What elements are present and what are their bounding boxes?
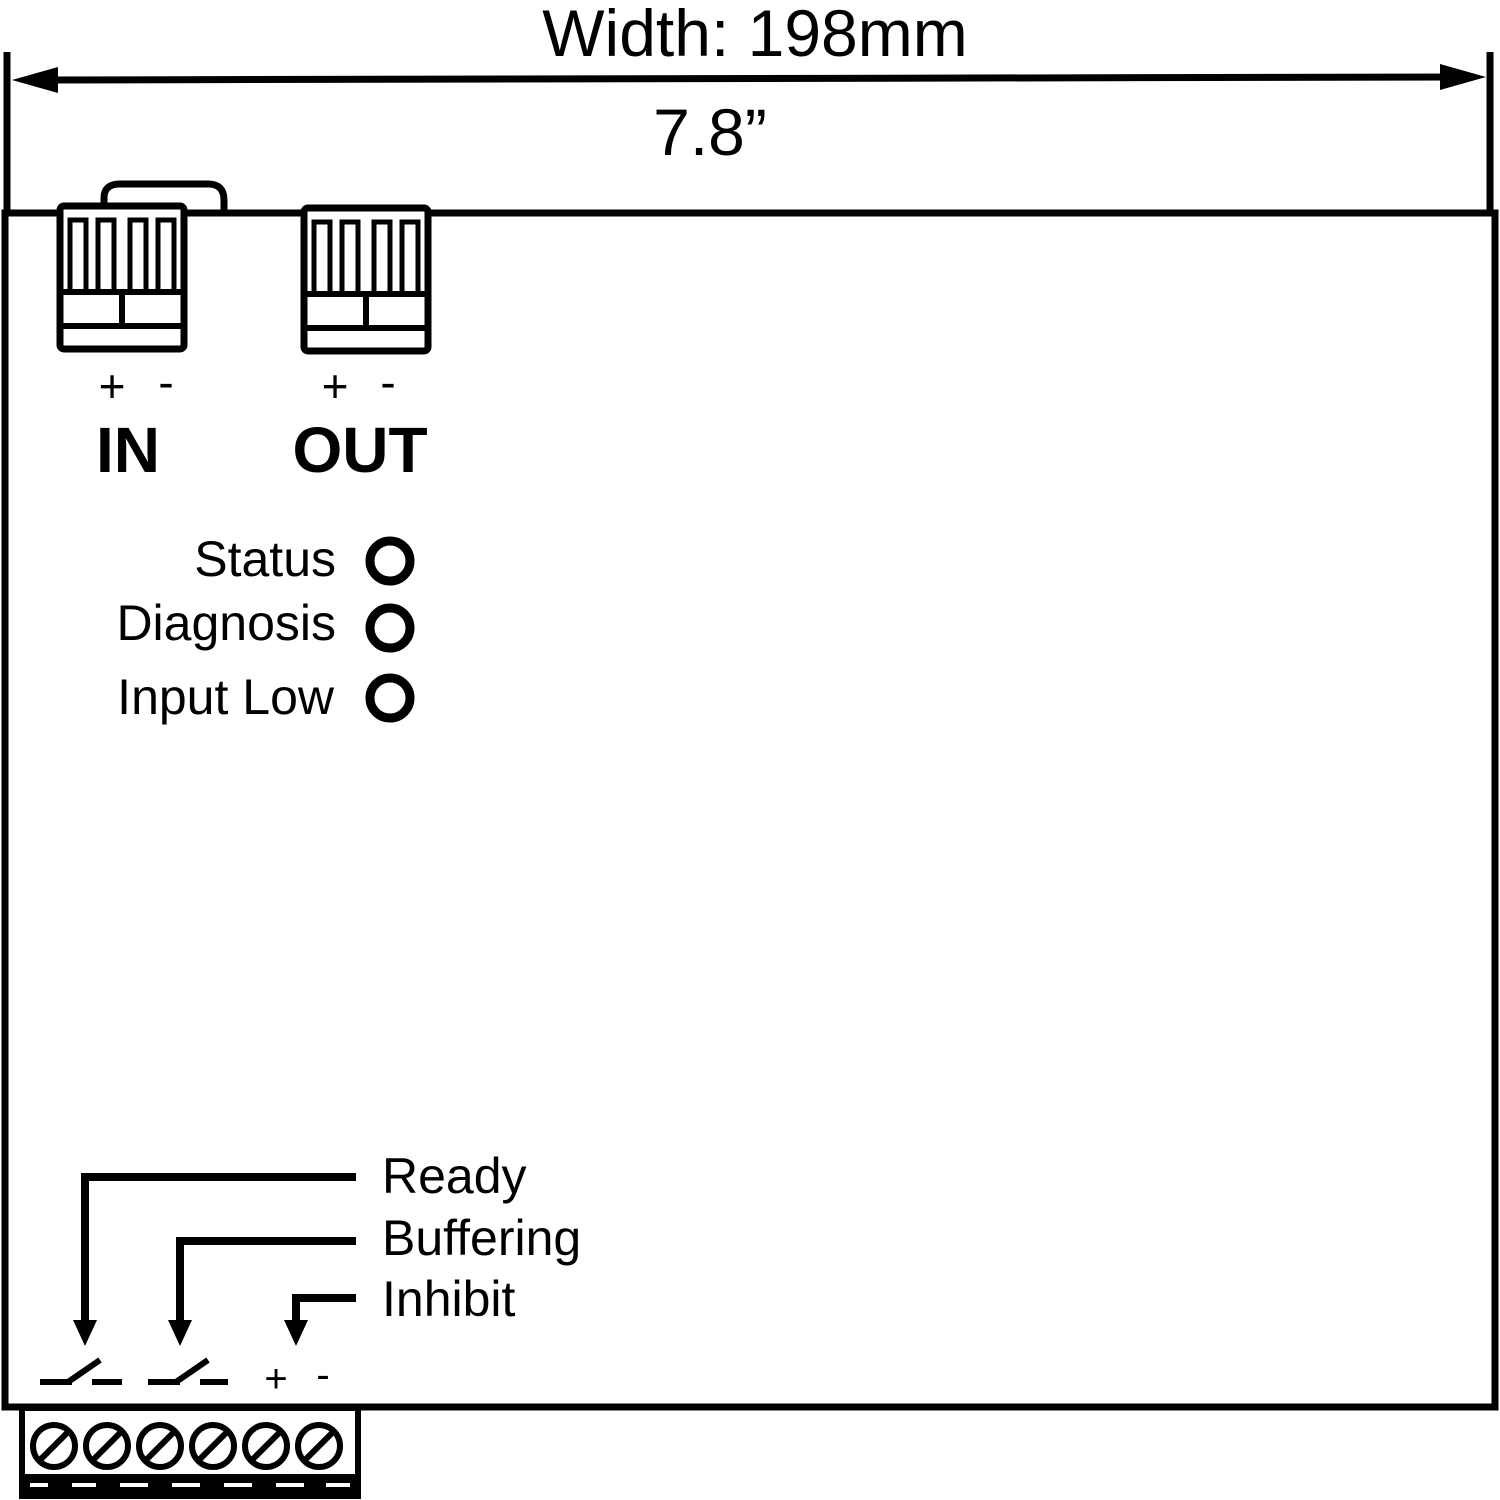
input-terminal-label: IN (96, 414, 160, 486)
screw-terminal-icon (30, 1422, 78, 1470)
width-dimension: Width: 198mm 7.8” (3, 0, 1494, 213)
input-plus-label: + (99, 360, 126, 412)
output-minus-label: - (380, 356, 395, 408)
input-low-led-icon (365, 673, 415, 723)
screw-terminal-icon (136, 1422, 184, 1470)
ready-contact-icon (40, 1357, 122, 1385)
buffering-arrow-icon (168, 1320, 192, 1346)
output-terminal-block (300, 204, 432, 355)
inhibit-leader (284, 1294, 356, 1346)
input-terminal-block (56, 202, 188, 353)
dimension-right-arrow-icon (1440, 64, 1486, 90)
diagnosis-led-icon (365, 603, 415, 653)
inhibit-plus-label: + (264, 1357, 287, 1401)
status-led-label: Status (194, 531, 336, 587)
ready-arrow-icon (73, 1320, 97, 1346)
jumper-link (100, 180, 228, 214)
screw-terminal-icon (83, 1422, 131, 1470)
dimension-left-arrow-icon (12, 67, 58, 93)
device-housing (1, 209, 1499, 1411)
buffering-leader (168, 1237, 356, 1346)
screw-terminal-icon (242, 1422, 290, 1470)
input-minus-label: - (158, 356, 173, 408)
buffering-contact-icon (148, 1357, 228, 1385)
ready-label: Ready (382, 1148, 527, 1204)
status-led-icon (365, 536, 415, 586)
screw-terminal-icon (295, 1422, 343, 1470)
inhibit-arrow-icon (284, 1320, 308, 1346)
inhibit-label: Inhibit (382, 1271, 516, 1327)
screw-terminal-icon (189, 1422, 237, 1470)
output-plus-label: + (322, 360, 349, 412)
dimension-line (39, 73, 1461, 84)
input-low-led-label: Input Low (117, 669, 335, 725)
inch-label: 7.8” (653, 95, 767, 169)
width-label: Width: 198mm (542, 0, 967, 70)
inhibit-minus-label: - (316, 1353, 329, 1397)
output-terminal-label: OUT (292, 414, 427, 486)
ready-leader (73, 1173, 356, 1346)
buffering-label: Buffering (382, 1210, 581, 1266)
diagnosis-led-label: Diagnosis (116, 595, 336, 651)
signal-terminal-connector (19, 1405, 361, 1499)
